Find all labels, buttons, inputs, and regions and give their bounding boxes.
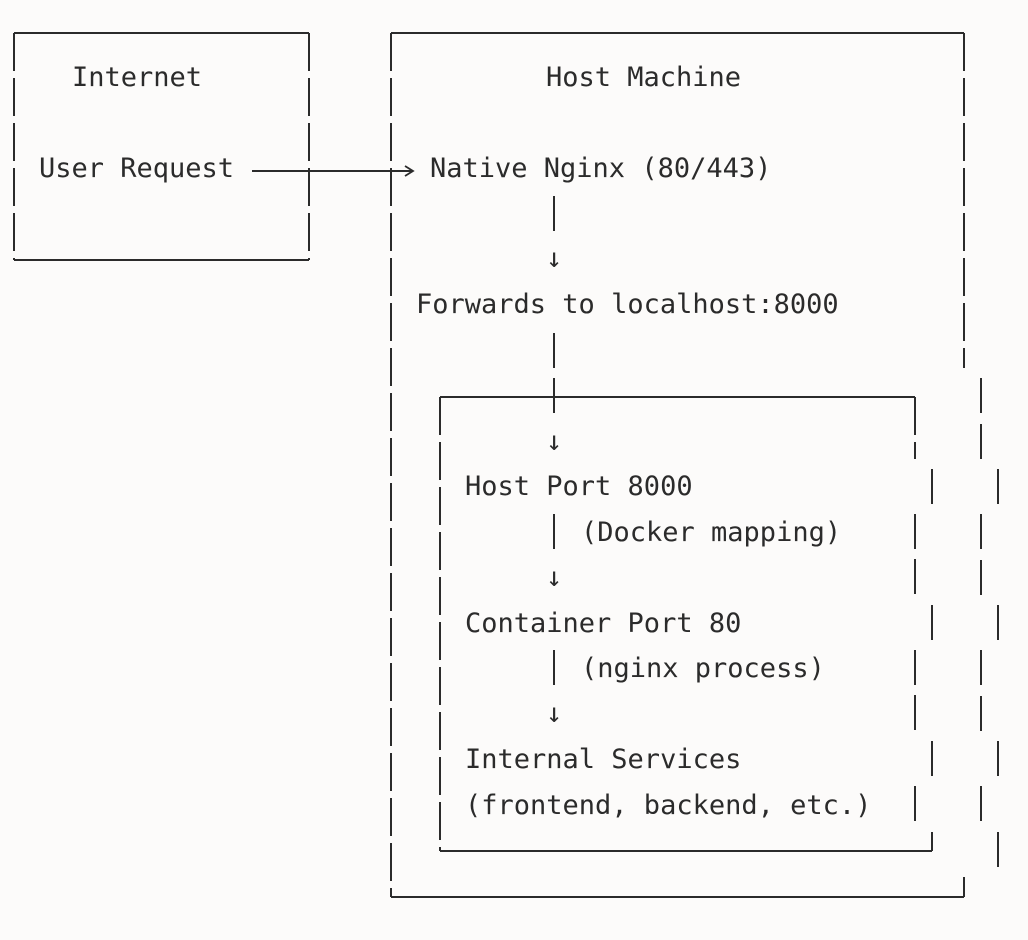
docker-mapping-note: (Docker mapping) [581, 517, 841, 548]
host-port-label: Host Port 8000 [465, 471, 693, 502]
container-port-label: Container Port 80 [465, 608, 741, 639]
arrow-down-icon: ↓ [546, 243, 562, 274]
services-list-note: (frontend, backend, etc.) [465, 790, 871, 821]
user-request-label: User Request [39, 153, 234, 184]
request-arrow [252, 165, 415, 177]
internet-box [13, 32, 310, 261]
nginx-process-note: (nginx process) [581, 653, 825, 684]
arrow-down-icon: ↓ [546, 562, 562, 593]
native-nginx-label: Native Nginx (80/443) [430, 153, 771, 184]
internet-title: Internet [72, 62, 202, 93]
host-machine-box [390, 32, 999, 898]
forwards-label: Forwards to localhost:8000 [416, 289, 839, 320]
arrow-down-icon: ↓ [546, 426, 562, 457]
docker-box [439, 396, 933, 852]
arrow-down-icon: ↓ [546, 698, 562, 729]
host-machine-title: Host Machine [546, 62, 741, 93]
internal-services-label: Internal Services [465, 744, 741, 775]
